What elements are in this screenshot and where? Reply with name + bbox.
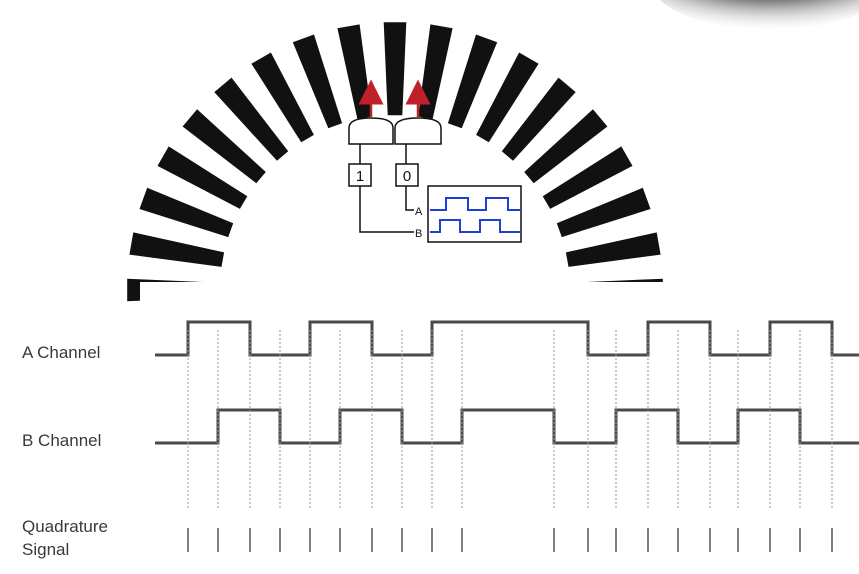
disc-slot (129, 232, 225, 267)
disc-slot (182, 109, 266, 184)
disc-slot (139, 187, 234, 238)
disc-cut-mask (140, 282, 700, 302)
b-channel-trace (155, 408, 859, 445)
disc-slot (383, 22, 407, 116)
channel-traces (155, 320, 859, 445)
disc-slot (418, 24, 453, 120)
quadrature-ticks (187, 528, 833, 552)
quadrature-label-line2: Signal (22, 540, 70, 559)
mini-scope-box (427, 185, 522, 243)
wire-b (359, 186, 414, 233)
quadrature-label-line1: Quadrature (22, 517, 108, 536)
input-b-label: B (415, 228, 422, 240)
detector-2-value: 0 (403, 168, 411, 185)
detector-1-value: 1 (356, 168, 364, 185)
disc-slot (447, 34, 498, 129)
disc-slot (292, 34, 343, 129)
disc-slot (337, 24, 372, 120)
wire-a (405, 186, 414, 211)
disc-slot (476, 52, 539, 143)
disc-slot (542, 146, 633, 209)
mini-wave-b (430, 219, 520, 233)
disc-slot (524, 109, 608, 184)
disc-slot (157, 146, 248, 209)
encoder-disc-slots (127, 22, 663, 302)
logic-gates (348, 117, 442, 145)
gate-right (394, 117, 442, 145)
a-channel-trace (155, 320, 859, 357)
detector-2-box (395, 163, 419, 187)
gate-left (348, 117, 394, 145)
disc-slot (556, 187, 651, 238)
mini-wave-a (430, 197, 520, 211)
a-channel-label: A Channel (22, 343, 101, 362)
edge-guide-lines (187, 330, 833, 510)
b-channel-label: B Channel (22, 431, 102, 450)
disc-slot (565, 232, 661, 267)
input-a-label: A (415, 206, 423, 218)
disc-slot (251, 52, 314, 143)
disc-shadow-fragment (660, 0, 859, 30)
disc-slot (501, 77, 576, 161)
disc-slot (214, 77, 289, 161)
